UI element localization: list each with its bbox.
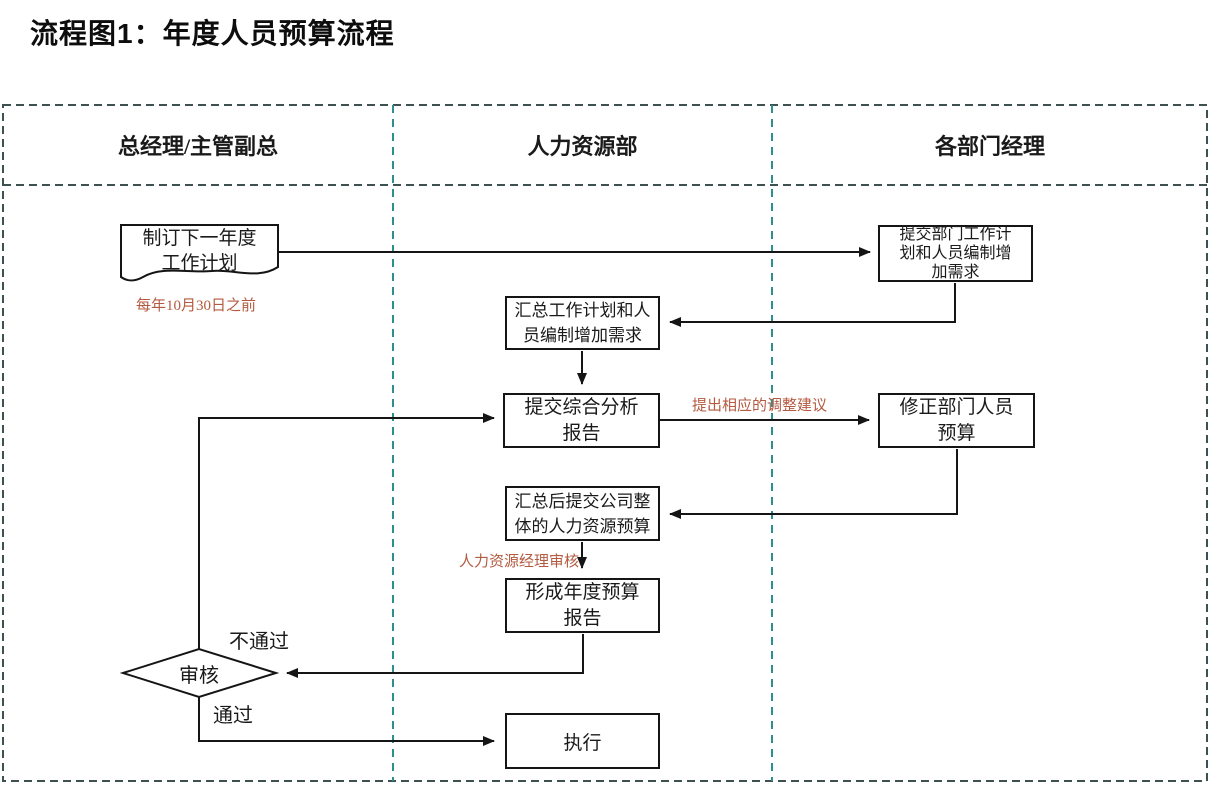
node-form-annual-budget-report: 形成年度预算 报告	[505, 578, 660, 633]
page-title: 流程图1：年度人员预算流程	[30, 18, 395, 49]
branch-label-not-pass: 不通过	[229, 631, 289, 653]
document-shape-plan	[120, 224, 279, 282]
node-submit-overall-hr-budget: 汇总后提交公司整 体的人力资源预算	[505, 486, 660, 541]
node-execute: 执行	[505, 713, 660, 769]
decision-diamond-review	[119, 647, 280, 699]
node-plan-document-label: 制订下一年度 工作计划	[142, 228, 257, 274]
node-submit-dept-plan: 提交部门工作计 划和人员编制增 加需求	[878, 225, 1033, 282]
branch-label-pass: 通过	[213, 705, 253, 727]
annotation-hr-manager-review: 人力资源经理审核	[459, 554, 580, 570]
node-submit-analysis-report: 提交综合分析 报告	[503, 393, 660, 448]
edge-review-pass-to-execute	[198, 697, 495, 746]
lane-header-general-manager: 总经理/主管副总	[117, 134, 279, 159]
node-revise-dept-budget: 修正部门人员 预算	[878, 393, 1035, 448]
lane-header-hr-department: 人力资源部	[527, 134, 638, 159]
edge-review-notpass-to-analysis	[198, 413, 495, 649]
annotation-deadline: 每年10月30日之前	[136, 298, 257, 314]
annotation-adjust-suggestion: 提出相应的调整建议	[692, 398, 828, 414]
node-summarize-plans: 汇总工作计划和人 员编制增加需求	[505, 296, 660, 350]
edge-submit-dept-to-summarize	[669, 283, 956, 327]
node-review-label: 审核	[179, 664, 219, 687]
edge-revise-to-overall-budget	[669, 449, 958, 519]
edge-annual-report-to-review	[286, 634, 584, 678]
lane-header-dept-managers: 各部门经理	[934, 134, 1045, 159]
swimlane-outer-border	[2, 104, 1208, 782]
